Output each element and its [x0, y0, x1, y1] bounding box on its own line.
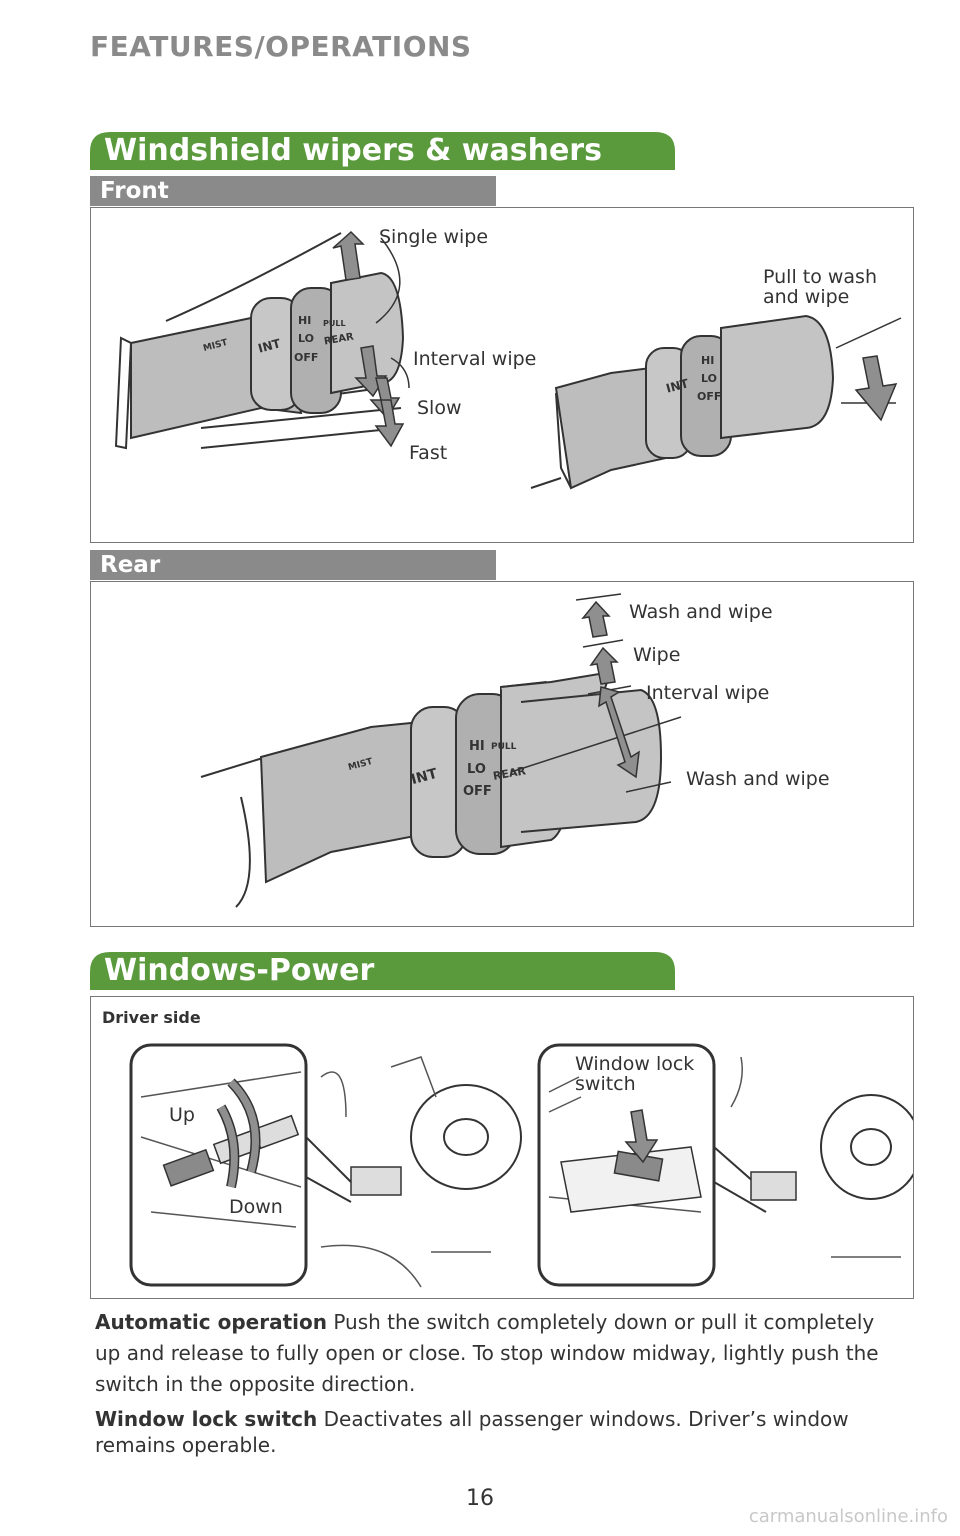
label-up: Up: [169, 1104, 195, 1126]
banner-shape: [90, 132, 675, 170]
window-lock-body: Deactivates all passenger windows. Drive…: [95, 1407, 849, 1457]
front-illustration: [114, 230, 902, 490]
rear-mark-hi: HI: [469, 739, 485, 754]
label-down: Down: [229, 1196, 283, 1218]
mark-hi-right: HI: [701, 354, 715, 367]
rear-tab: Rear: [90, 550, 496, 580]
rear-mark-off: OFF: [463, 784, 492, 799]
label-fast: Fast: [409, 442, 448, 464]
label-wash-wipe-top: Wash and wipe: [629, 601, 773, 623]
mark-hi-left: HI: [298, 314, 312, 327]
driver-side-label: Driver side: [102, 1008, 201, 1027]
rear-mark-pull: PULL: [491, 742, 517, 752]
windows-illustration: [129, 1043, 913, 1288]
front-stalk-left: [130, 271, 405, 440]
label-single-wipe: Single wipe: [379, 226, 489, 248]
label-pull-wash-2: and wipe: [763, 286, 850, 308]
mark-lo-left: LO: [298, 332, 314, 345]
section-header: FEATURES/OPERATIONS: [90, 30, 472, 63]
mark-lo-right: LO: [701, 372, 717, 385]
label-wipe: Wipe: [633, 644, 681, 666]
mark-off-right: OFF: [697, 390, 722, 403]
page-number: 16: [466, 1486, 494, 1511]
window-lock-paragraph: Window lock switch Deactivates all passe…: [95, 1406, 895, 1458]
mark-pull-left: PULL: [323, 319, 346, 328]
rear-mark-lo: LO: [467, 762, 486, 777]
front-panel: MIST INT HI LO OFF REAR PULL INT HI LO O…: [90, 207, 914, 543]
banner-shape: [90, 952, 675, 990]
windows-banner: Windows-Power: [90, 952, 675, 990]
auto-operation-title: Automatic operation: [95, 1310, 327, 1334]
rear-illustration: [200, 593, 682, 908]
label-wash-wipe-bottom: Wash and wipe: [686, 768, 830, 790]
auto-operation-paragraph: Automatic operation Push the switch comp…: [95, 1307, 895, 1400]
label-interval-wipe: Interval wipe: [413, 348, 537, 370]
label-pull-wash-1: Pull to wash: [763, 266, 877, 288]
front-stalk-right: [554, 314, 835, 490]
windows-title: Windows-Power: [104, 953, 375, 988]
watermark: carmanualsonline.info: [748, 1506, 948, 1527]
front-tab: Front: [90, 176, 496, 206]
mark-off-left: OFF: [294, 351, 319, 364]
window-lock-title: Window lock switch: [95, 1407, 318, 1431]
label-lock-1: Window lock: [575, 1053, 695, 1075]
wipers-title: Windshield wipers & washers: [104, 133, 602, 168]
auto-operation-body: Push the switch completely down or pull …: [95, 1310, 879, 1396]
label-rear-interval: Interval wipe: [646, 682, 770, 704]
label-slow: Slow: [417, 397, 462, 419]
label-lock-2: switch: [575, 1073, 636, 1095]
rear-panel: MIST INT HI LO OFF PULL REAR Wash and wi…: [90, 581, 914, 927]
windows-panel: Driver side: [90, 996, 914, 1299]
wipers-banner: Windshield wipers & washers: [90, 132, 675, 170]
